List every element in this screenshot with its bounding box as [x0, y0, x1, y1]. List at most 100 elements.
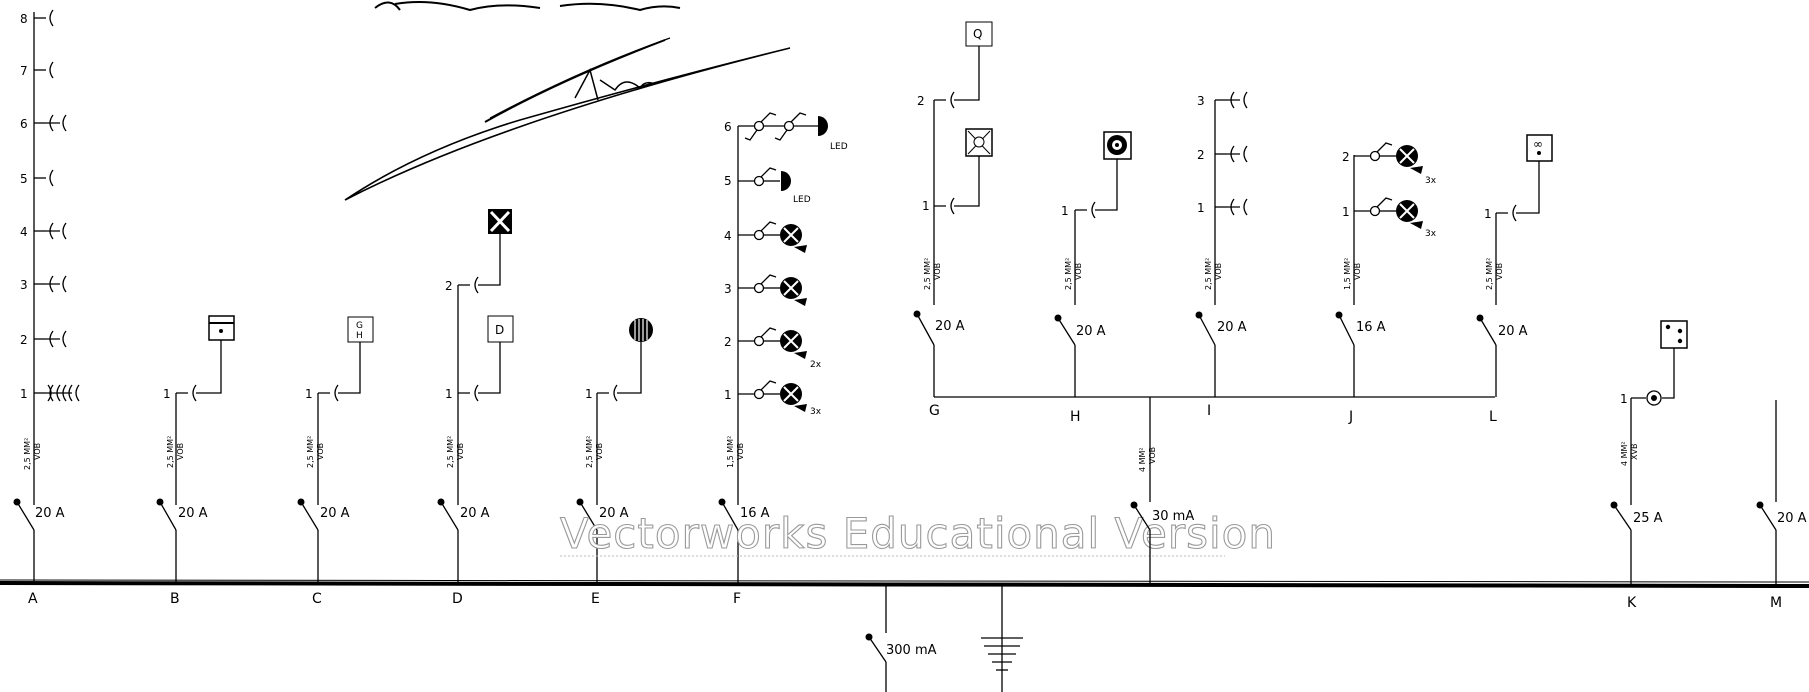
svg-text:1,5 MM²: 1,5 MM² [1343, 258, 1352, 290]
svg-text:1: 1 [163, 387, 171, 401]
svg-text:3: 3 [724, 282, 732, 296]
svg-text:1: 1 [724, 388, 732, 402]
svg-text:B: B [170, 591, 180, 607]
svg-text:1: 1 [585, 387, 593, 401]
svg-text:2,5 MM²: 2,5 MM² [446, 436, 455, 468]
svg-text:1: 1 [1061, 204, 1069, 218]
svg-text:2,5 MM²: 2,5 MM² [166, 436, 175, 468]
svg-text:4: 4 [724, 229, 732, 243]
svg-text:16 A: 16 A [740, 506, 770, 521]
circuit-f: 16 A 1,5 MM² VOB F 1 2 3 4 5 6 [718, 112, 848, 607]
svg-text:20 A: 20 A [599, 506, 629, 521]
svg-text:Q: Q [973, 27, 982, 41]
svg-text:20 A: 20 A [178, 506, 208, 521]
svg-text:1: 1 [305, 387, 313, 401]
svg-text:3: 3 [20, 278, 28, 292]
svg-text:3x: 3x [1425, 229, 1437, 239]
cable-spec: 2,5 MM² [23, 438, 32, 470]
circuit-m: 20 A M [1756, 400, 1807, 611]
svg-text:1: 1 [1197, 201, 1205, 215]
svg-text:2,5 MM²: 2,5 MM² [923, 258, 932, 290]
svg-text:VOB: VOB [316, 443, 325, 460]
svg-text:20 A: 20 A [1217, 320, 1247, 335]
lamp-icons [780, 116, 828, 412]
signature [344, 1, 791, 201]
svg-text:1: 1 [445, 387, 453, 401]
svg-text:VOB: VOB [736, 443, 745, 460]
svg-text:D: D [495, 323, 504, 337]
svg-text:4 MM²: 4 MM² [1620, 441, 1629, 466]
svg-text:C: C [312, 591, 322, 607]
svg-text:5: 5 [20, 172, 28, 186]
device-box [208, 315, 235, 341]
main-rcd: 300 mA [865, 586, 937, 692]
svg-text:16 A: 16 A [1356, 320, 1386, 335]
svg-text:20 A: 20 A [1498, 324, 1528, 339]
svg-text:VOB: VOB [933, 263, 942, 280]
svg-text:2,5 MM²: 2,5 MM² [1485, 258, 1494, 290]
svg-text:F: F [733, 591, 741, 607]
svg-text:G: G [929, 403, 940, 419]
heater-icon [629, 318, 653, 342]
svg-text:VOB: VOB [1353, 263, 1362, 280]
svg-text:3x: 3x [810, 407, 822, 417]
svg-text:1: 1 [20, 387, 28, 401]
svg-text:G: G [356, 321, 363, 331]
svg-text:20 A: 20 A [1777, 511, 1807, 526]
device-box [487, 315, 514, 343]
svg-text:E: E [591, 591, 600, 607]
circuit-j: 16 A 1,5 MM² VOB J 1 2 3x 3x [1335, 142, 1437, 425]
svg-text:3: 3 [1197, 94, 1205, 108]
svg-text:VOB: VOB [595, 443, 604, 460]
svg-text:4: 4 [20, 225, 28, 239]
svg-text:2: 2 [917, 94, 925, 108]
svg-text:7: 7 [20, 64, 28, 78]
main-busbar [0, 581, 1809, 588]
svg-text:2: 2 [724, 335, 732, 349]
svg-text:J: J [1348, 409, 1353, 425]
svg-text:∞: ∞ [1533, 137, 1543, 151]
svg-text:1: 1 [922, 199, 930, 213]
breaker-rating: 20 A [35, 506, 65, 521]
circuit-l: 20 A 2,5 MM² VOB L 1 ∞ [1476, 134, 1553, 425]
circuit-c: 20 A 2,5 MM² VOB C 1 G H [297, 316, 374, 607]
svg-text:20 A: 20 A [935, 319, 965, 334]
svg-text:H: H [356, 331, 363, 341]
circuit-i: 20 A 2,5 MM² VOB I 1 2 3 [1195, 91, 1248, 419]
circuit-e: 20 A 2,5 MM² VOB E 1 [576, 318, 653, 607]
circuit-label: A [28, 591, 38, 607]
circuit-a: 20 A 2,5 MM² VOB A 1 2 3 4 5 6 7 8 [13, 9, 80, 607]
svg-text:VOB: VOB [1074, 263, 1083, 280]
circuit-g: 20 A 2,5 MM² VOB G 1 2 Q [913, 21, 993, 419]
svg-text:5: 5 [724, 174, 732, 188]
svg-text:2,5 MM²: 2,5 MM² [585, 436, 594, 468]
svg-text:2: 2 [445, 279, 453, 293]
svg-text:20 A: 20 A [320, 506, 350, 521]
svg-text:1: 1 [1620, 392, 1628, 406]
svg-text:VOB: VOB [456, 443, 465, 460]
svg-text:8: 8 [20, 12, 28, 26]
circuit-k: 25 A 4 MM² XVB K 1 [1610, 320, 1688, 611]
svg-text:1: 1 [1484, 207, 1492, 221]
cable-type: VOB [33, 443, 42, 460]
svg-text:2: 2 [1342, 150, 1350, 164]
watermark: Vectorworks Educational Version [560, 509, 1276, 558]
svg-text:2,5 MM²: 2,5 MM² [1064, 258, 1073, 290]
svg-text:2x: 2x [810, 360, 822, 370]
sub-rcd: 30 mA 4 MM² VOB [1130, 397, 1194, 583]
svg-text:LED: LED [830, 142, 848, 152]
svg-text:VOB: VOB [1495, 263, 1504, 280]
svg-text:2,5 MM²: 2,5 MM² [1204, 258, 1213, 290]
svg-text:K: K [1627, 595, 1637, 611]
earth-icon [981, 586, 1023, 692]
svg-text:VOB: VOB [176, 443, 185, 460]
svg-text:M: M [1770, 595, 1782, 611]
svg-text:D: D [452, 591, 463, 607]
svg-text:VOB: VOB [1148, 447, 1157, 464]
svg-text:XVB: XVB [1630, 444, 1639, 460]
svg-text:L: L [1489, 409, 1497, 425]
svg-text:20 A: 20 A [460, 506, 490, 521]
circuit-b: 20 A 2,5 MM² VOB B 1 [156, 315, 235, 607]
circuit-d: 20 A 2,5 MM² VOB D 1 2 D [437, 209, 514, 607]
